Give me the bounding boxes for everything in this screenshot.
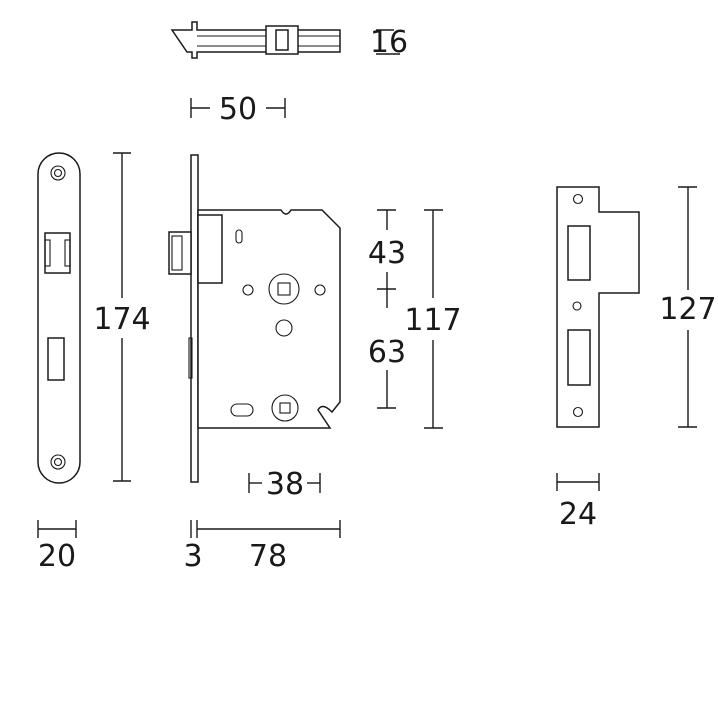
backset-dim: 38 xyxy=(248,467,321,502)
latch-thickness-label: 16 xyxy=(370,25,408,60)
strike-width-label: 24 xyxy=(559,497,597,532)
spindle-centres-dim: 43 63 xyxy=(368,209,406,409)
faceplate-width-label: 20 xyxy=(38,539,76,574)
case-height-dim: 117 xyxy=(404,209,462,429)
faceplate-height-label: 174 xyxy=(93,302,150,337)
spindle-upper-label: 43 xyxy=(368,236,406,271)
latch-length-dim: 50 xyxy=(190,92,286,127)
strike-height-label: 127 xyxy=(659,292,716,327)
faceplate-height-dim: 174 xyxy=(93,152,151,482)
faceplate-width-dim: 20 xyxy=(37,520,77,574)
backset-label: 38 xyxy=(266,467,304,502)
latch-thickness-dim: 16 xyxy=(370,25,408,60)
lock-case-side-view xyxy=(168,154,341,483)
latch-top-view xyxy=(170,21,341,59)
case-depth-dim: 3 78 xyxy=(183,520,341,574)
latch-length-label: 50 xyxy=(219,92,257,127)
strike-width-dim: 24 xyxy=(556,473,600,532)
faceplate-front-view xyxy=(37,152,81,484)
case-height-label: 117 xyxy=(404,303,461,338)
strike-plate-view xyxy=(556,186,640,428)
strike-height-dim: 127 xyxy=(659,186,717,428)
case-depth-label: 78 xyxy=(249,539,287,574)
spindle-lower-label: 63 xyxy=(368,335,406,370)
forend-thickness-label: 3 xyxy=(183,539,202,574)
